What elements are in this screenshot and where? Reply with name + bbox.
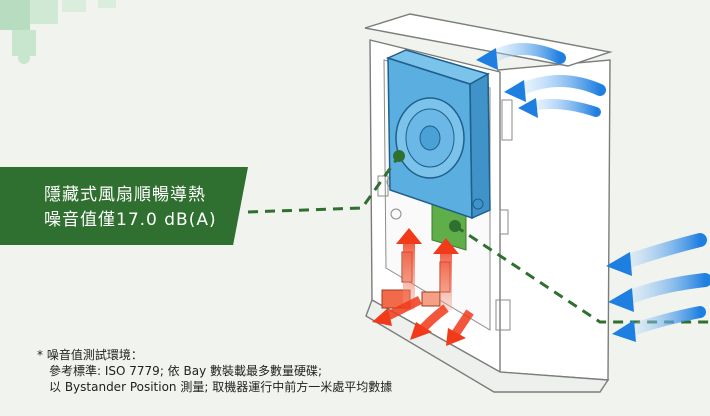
heat-arrow-icon	[372, 228, 474, 346]
puzzle-pattern-icon	[0, 0, 116, 64]
airflow-arrow-icon	[476, 43, 606, 118]
airflow-arrow-icon	[606, 233, 710, 342]
fan-icon	[385, 49, 491, 220]
footnote-line: 以 Bystander Position 測量; 取機器運行中前方一米處平均數據	[49, 380, 393, 394]
footnote-title: * 噪音值測試環境：	[37, 348, 143, 362]
feature-headline: 隱藏式風扇順暢導熱	[44, 185, 206, 205]
footnote-line: 參考標準: ISO 7779; 依 Bay 數裝載最多數量硬碟;	[49, 364, 323, 378]
noise-level-text: 噪音值僅17.0 dB(A)	[44, 210, 217, 230]
test-footnote: * 噪音值測試環境： 參考標準: ISO 7779; 依 Bay 數裝載最多數量…	[37, 347, 457, 395]
feature-callout-banner: 隱藏式風扇順暢導熱 噪音值僅17.0 dB(A)	[0, 167, 248, 245]
